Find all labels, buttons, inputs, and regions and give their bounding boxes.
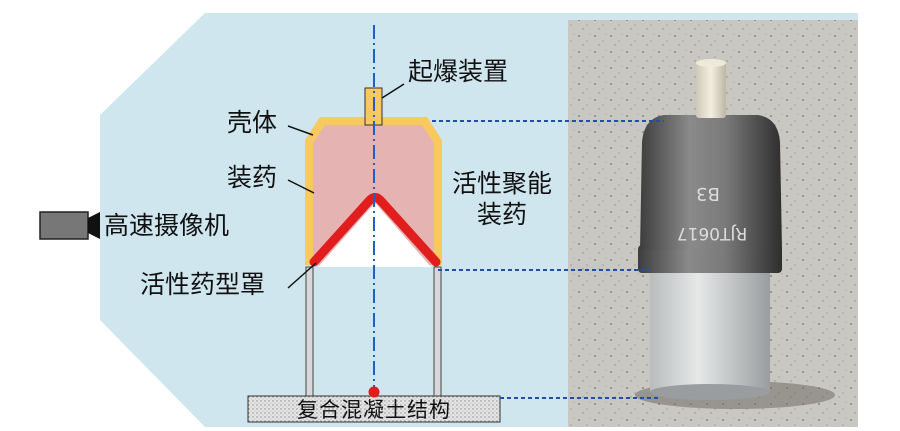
detonation-point	[368, 386, 380, 398]
label-charge: 装药	[227, 163, 278, 192]
label-detonator: 起爆装置	[408, 57, 509, 86]
leader-shell	[287, 125, 314, 136]
leader-detonator	[381, 83, 405, 99]
leader-liner	[287, 262, 317, 289]
photo-marking-line2: RJT0617	[677, 223, 747, 243]
label-active-charge-line1: 活性聚能	[451, 169, 552, 198]
pipe-support	[650, 270, 770, 392]
label-active-charge-line2: 装药	[476, 200, 527, 230]
label-target: 复合混凝土结构	[297, 398, 451, 422]
label-active-charge: 活性聚能 装药	[444, 168, 560, 231]
label-camera: 高速摄像机	[104, 211, 230, 240]
leader-charge	[287, 179, 315, 194]
steel-ring	[638, 245, 782, 273]
support-leg-left	[305, 266, 314, 398]
photo-marking: B3 RJT0617	[677, 183, 747, 243]
camera-icon	[39, 211, 100, 240]
support-leg-right	[433, 266, 442, 398]
steel-shell-photo	[640, 115, 782, 250]
label-shell: 壳体	[227, 108, 278, 137]
detonator-cap-photo	[696, 62, 726, 118]
photo-marking-line1: B3	[696, 183, 720, 204]
specimen-photo	[568, 20, 858, 427]
label-liner: 活性药型罩	[140, 270, 266, 299]
